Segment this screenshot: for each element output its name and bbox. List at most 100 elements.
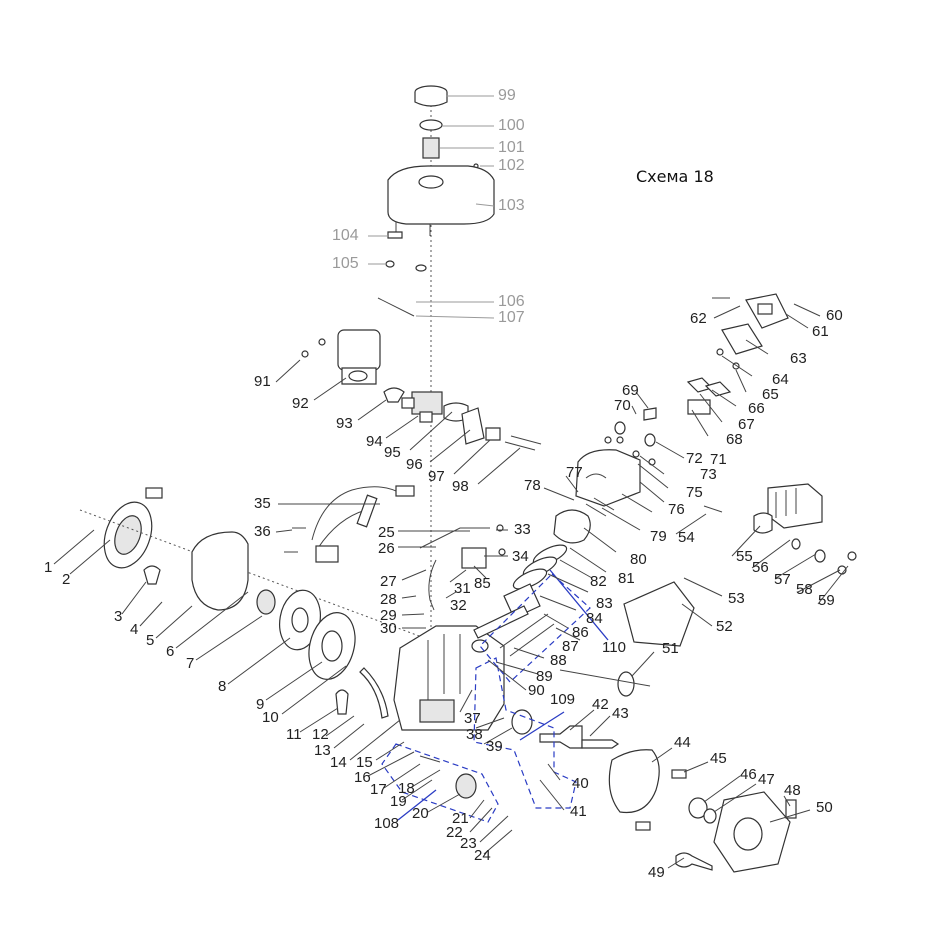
callout-16: 16	[354, 769, 371, 786]
callout-14: 14	[330, 754, 347, 771]
callout-97: 97	[428, 468, 445, 485]
callout-36: 36	[254, 523, 271, 540]
callout-69: 69	[622, 382, 639, 399]
callout-20: 20	[412, 805, 429, 822]
callout-2: 2	[62, 571, 71, 588]
callout-4: 4	[130, 621, 139, 638]
callout-5: 5	[146, 632, 155, 649]
callout-70: 70	[614, 397, 631, 414]
callout-49: 49	[648, 864, 665, 881]
callout-51: 51	[662, 640, 679, 657]
callout-60: 60	[826, 307, 843, 324]
callout-101: 101	[498, 139, 525, 156]
callout-26: 26	[378, 540, 395, 557]
callout-53: 53	[728, 590, 745, 607]
callout-100: 100	[498, 117, 525, 134]
callout-76: 76	[668, 501, 685, 518]
crankcase-cover	[713, 791, 791, 873]
callout-106: 106	[498, 293, 525, 310]
callout-107: 107	[498, 309, 525, 326]
callout-91: 91	[254, 373, 271, 390]
callout-64: 64	[772, 371, 789, 388]
callout-71: 71	[710, 451, 727, 468]
callout-68: 68	[726, 431, 743, 448]
callout-37: 37	[464, 710, 481, 727]
callout-84: 84	[586, 610, 603, 627]
callout-67: 67	[738, 416, 755, 433]
callout-35: 35	[254, 495, 271, 512]
callout-99: 99	[498, 87, 516, 104]
callout-24: 24	[474, 847, 491, 864]
callout-102: 102	[498, 157, 525, 174]
callout-15: 15	[356, 754, 373, 771]
callout-85: 85	[474, 575, 491, 592]
callout-81: 81	[618, 570, 635, 587]
callout-8: 8	[218, 678, 227, 695]
muffler	[753, 483, 823, 534]
callout-48: 48	[784, 782, 801, 799]
callout-94: 94	[366, 433, 383, 450]
callout-1: 1	[44, 559, 53, 576]
callout-87: 87	[562, 638, 579, 655]
callout-59: 59	[818, 592, 835, 609]
callout-79: 79	[650, 528, 667, 545]
callout-28: 28	[380, 591, 397, 608]
callout-25: 25	[378, 524, 395, 541]
callout-34: 34	[512, 548, 529, 565]
callout-39: 39	[486, 738, 503, 755]
callout-73: 73	[700, 466, 717, 483]
crankcase-gasket	[608, 749, 660, 814]
callout-7: 7	[186, 655, 195, 672]
callout-95: 95	[384, 444, 401, 461]
callout-96: 96	[406, 456, 423, 473]
callout-61: 61	[812, 323, 829, 340]
callout-62: 62	[690, 310, 707, 327]
callout-63: 63	[790, 350, 807, 367]
fuel-tank	[387, 165, 495, 236]
callout-11: 11	[286, 726, 302, 743]
fuel-cap	[414, 85, 448, 107]
callout-21: 21	[452, 810, 469, 827]
camshaft	[559, 669, 651, 697]
callout-47: 47	[758, 771, 775, 788]
callout-3: 3	[114, 608, 123, 625]
callout-72: 72	[686, 450, 703, 467]
callout-13: 13	[314, 742, 331, 759]
recoil-starter	[103, 487, 163, 569]
callout-77: 77	[566, 464, 583, 481]
callout-55: 55	[736, 548, 753, 565]
air-filter	[337, 329, 381, 385]
callout-46: 46	[740, 766, 757, 783]
callout-90: 90	[528, 682, 545, 699]
callout-109: 109	[550, 691, 576, 708]
callout-98: 98	[452, 478, 469, 495]
callout-41: 41	[570, 803, 587, 820]
callout-40: 40	[572, 775, 589, 792]
callout-52: 52	[716, 618, 733, 635]
callout-57: 57	[774, 571, 791, 588]
callout-22: 22	[446, 824, 463, 841]
callout-10: 10	[262, 709, 279, 726]
callout-38: 38	[466, 726, 483, 743]
callout-66: 66	[748, 400, 765, 417]
callout-23: 23	[460, 835, 477, 852]
callout-9: 9	[256, 696, 265, 713]
callout-80: 80	[630, 551, 647, 568]
callout-42: 42	[592, 696, 609, 713]
muffler-guard	[623, 581, 695, 647]
callout-93: 93	[336, 415, 353, 432]
crankshaft	[539, 725, 620, 749]
fuel-strainer	[422, 137, 440, 159]
callout-32: 32	[450, 597, 467, 614]
callout-75: 75	[686, 484, 703, 501]
callout-56: 56	[752, 559, 769, 576]
callout-43: 43	[612, 705, 629, 722]
cylinder-head	[575, 449, 641, 507]
callout-29: 29	[380, 607, 397, 624]
fan-cover	[191, 531, 249, 611]
callout-6: 6	[166, 643, 175, 660]
callout-50: 50	[816, 799, 833, 816]
cooling-fan	[279, 589, 321, 651]
